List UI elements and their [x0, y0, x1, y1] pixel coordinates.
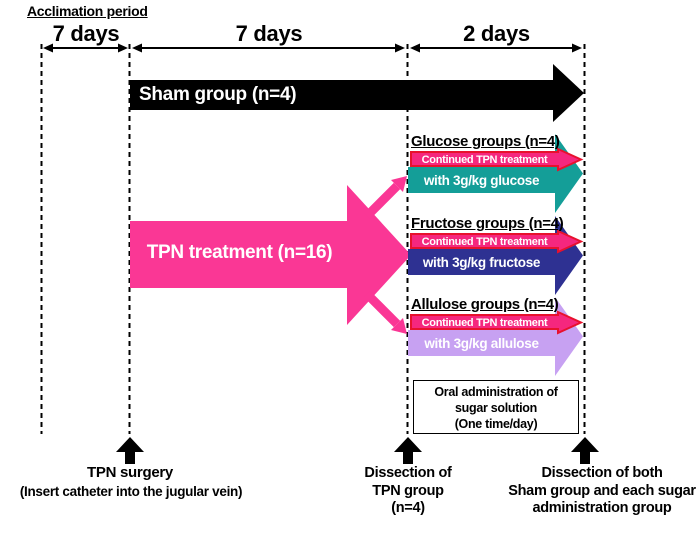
measure-arrow-1-left-head	[43, 43, 53, 53]
measure-arrow-3-right-head	[572, 43, 582, 53]
sham-group-label: Sham group (n=4)	[139, 84, 297, 105]
period-label-sugar: 2 days	[463, 21, 530, 46]
branch-arrow-up-head	[391, 176, 407, 192]
oral-box-line-2: sugar solution	[455, 401, 537, 415]
event-arrow-dissection-tpn	[394, 437, 422, 464]
dissection-final-label: Dissection of both Sham group and each s…	[506, 465, 696, 518]
branch-arrow-up-line	[363, 182, 401, 220]
oral-administration-box: Oral administration of sugar solution (O…	[413, 380, 579, 434]
event-arrow-dissection-final	[571, 437, 599, 464]
glucose-tpn-band-arrow	[410, 147, 584, 172]
fructose-continued-tpn-label: Continued TPN treatment	[421, 235, 548, 248]
measure-arrow-2-right-head	[395, 43, 405, 53]
allulose-tpn-band-arrow	[410, 310, 584, 335]
tpn-surgery-subtitle: (Insert catheter into the jugular vein)	[19, 484, 243, 499]
glucose-continued-tpn-label: Continued TPN treatment	[421, 153, 548, 166]
oral-box-line-1: Oral administration of	[434, 385, 558, 399]
fructose-tpn-band-arrow	[410, 229, 584, 254]
glucose-group-label: Glucose groups (n=4)	[411, 133, 560, 150]
acclimation-period-label: Acclimation period	[27, 3, 148, 19]
dissection-final-line-2: Sham group and each sugar	[508, 482, 696, 499]
branch-arrow-down-head	[391, 318, 407, 334]
dissection-tpn-label: Dissection of TPN group (n=4)	[333, 465, 483, 518]
allulose-continued-tpn-label: Continued TPN treatment	[421, 316, 548, 329]
fructose-group-label: Fructose groups (n=4)	[411, 215, 564, 232]
tpn-surgery-title: TPN surgery	[87, 464, 173, 481]
event-arrow-tpn-surgery	[116, 437, 144, 464]
dissection-final-line-3: administration group	[532, 500, 672, 516]
measure-arrow-1-right-head	[118, 43, 128, 53]
fructose-dose-label: with 3g/kg fructose	[422, 255, 541, 270]
measure-arrow-3-left-head	[410, 43, 420, 53]
dissection-tpn-line-2: TPN group	[372, 482, 444, 499]
period-label-acclimation: 7 days	[52, 21, 120, 46]
branch-arrow-down-line	[363, 290, 401, 328]
fructose-arrow	[408, 216, 583, 295]
dissection-tpn-line-1: Dissection of	[364, 465, 452, 481]
dissection-tpn-line-3: (n=4)	[391, 500, 425, 516]
glucose-dose-label: with 3g/kg glucose	[423, 173, 540, 188]
allulose-dose-label: with 3g/kg allulose	[424, 336, 539, 351]
glucose-arrow	[408, 134, 583, 213]
sham-group-arrow	[130, 64, 584, 122]
tpn-treatment-arrow	[130, 185, 411, 325]
oral-box-line-3: (One time/day)	[454, 417, 538, 431]
measure-arrow-2-left-head	[132, 43, 142, 53]
allulose-arrow	[408, 297, 583, 376]
tpn-treatment-label: TPN treatment (n=16)	[146, 242, 333, 263]
period-label-treatment: 7 days	[235, 21, 303, 46]
dissection-final-line-1: Dissection of both	[541, 465, 663, 481]
allulose-group-label: Allulose groups (n=4)	[411, 296, 559, 313]
